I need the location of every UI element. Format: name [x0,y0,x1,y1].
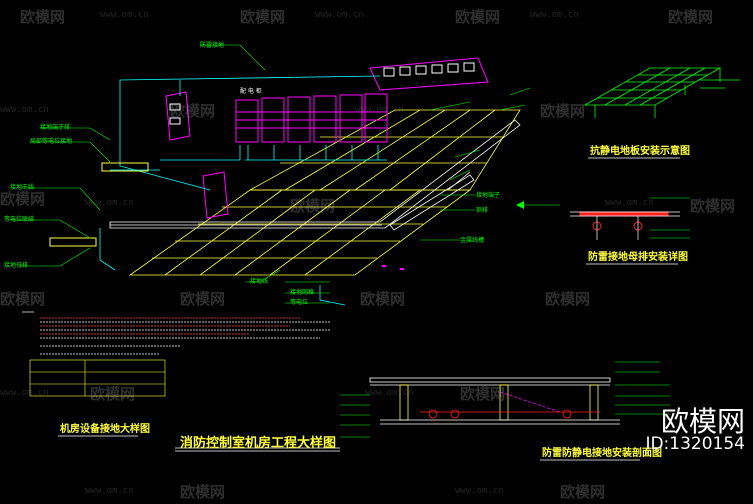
label-ground-line: 局部等电位接地 [30,138,73,145]
room-wall-slabs [109,119,521,231]
watermark-url: www.om.cn [605,198,654,208]
watermark-brand: 欧模网 [90,385,136,403]
watermark-brand: 欧模网 [240,8,286,26]
label-left-bottom: 接地母排 [4,262,29,269]
label-floor-2: 接地网格 [290,289,315,296]
label-busbar-top: 接地端子排 [40,124,71,131]
lightning-busbar-diagram [516,197,690,240]
equipment-grounding-title: 机房设备接地大样图 [60,424,150,435]
server-cabinets [165,57,489,219]
main-drawing-title: 消防控制室机房工程大样图 [180,436,337,451]
notes-block [29,359,166,397]
label-left-mid: 等电位联结 [4,216,35,223]
watermark-url: www.om.cn [365,388,414,398]
antistatic-section-title: 防雷防静电接地安装剖面图 [542,448,662,459]
watermark-brand: 欧模网 [180,290,226,308]
label-right-3: 金属线槽 [460,237,485,244]
watermark-url: www.om.cn [0,105,49,115]
title-underlines [58,157,680,461]
watermark-brand: 欧模网 [545,290,591,308]
watermark-url: www.om.cn [0,388,49,398]
lightning-busbar-title: 防雷接地母排安装详图 [588,252,688,263]
notes-text-lines [22,311,330,355]
brand-name: 欧模网 [660,405,745,438]
watermark-brand: 欧模网 [690,197,736,215]
label-left-top: 接地干线 [10,184,35,191]
watermark-brand: 欧模网 [20,8,66,26]
watermark-brand: 欧模网 [360,290,406,308]
antistatic-floor-title: 抗静电地板安装示意图 [590,146,690,157]
watermark-url: www.om.cn [355,105,404,115]
grounding-busbars [49,162,149,247]
label-right-1: 接地端子 [476,192,501,199]
watermark-brand: 欧模网 [560,483,606,501]
raised-floor-grid [128,109,521,276]
watermark-brand: 欧模网 [460,385,506,403]
watermark-brand: 欧模网 [540,102,586,120]
watermark-url: www.om.cn [315,10,364,20]
grounding-section-diagram [340,361,670,438]
label-right-2: 铜排 [476,207,489,214]
brand-id: ID:1320154 [645,434,745,454]
grounding-cables [99,75,387,306]
watermark-url: www.om.cn [85,486,134,496]
watermark-url: www.om.cn [85,198,134,208]
watermark-url: www.om.cn [455,486,504,496]
watermark-brand: 欧模网 [668,8,714,26]
watermark-brand: 欧模网 [455,8,501,26]
watermark-url: www.om.cn [530,10,579,20]
annotation-leaders [10,44,531,304]
watermark-brand: 欧模网 [0,290,46,308]
watermark-url: www.om.cn [100,10,149,20]
watermark-brand: 欧模网 [170,102,216,120]
watermark-brand: 欧模网 [180,483,226,501]
label-equipment-ground: 防雷接地 [200,42,225,49]
watermark-brand: 欧模网 [290,197,336,215]
antistatic-floor-diagram [583,67,740,118]
label-floor-3: 等电位 [290,299,309,306]
watermark-brand: 欧模网 [0,190,46,208]
label-cabinet-row: 配 电 柜 [240,88,262,95]
dimension-markers [382,265,404,270]
label-floor-1: 接地线 [250,278,269,285]
notes-text-lines-colored [40,317,300,335]
